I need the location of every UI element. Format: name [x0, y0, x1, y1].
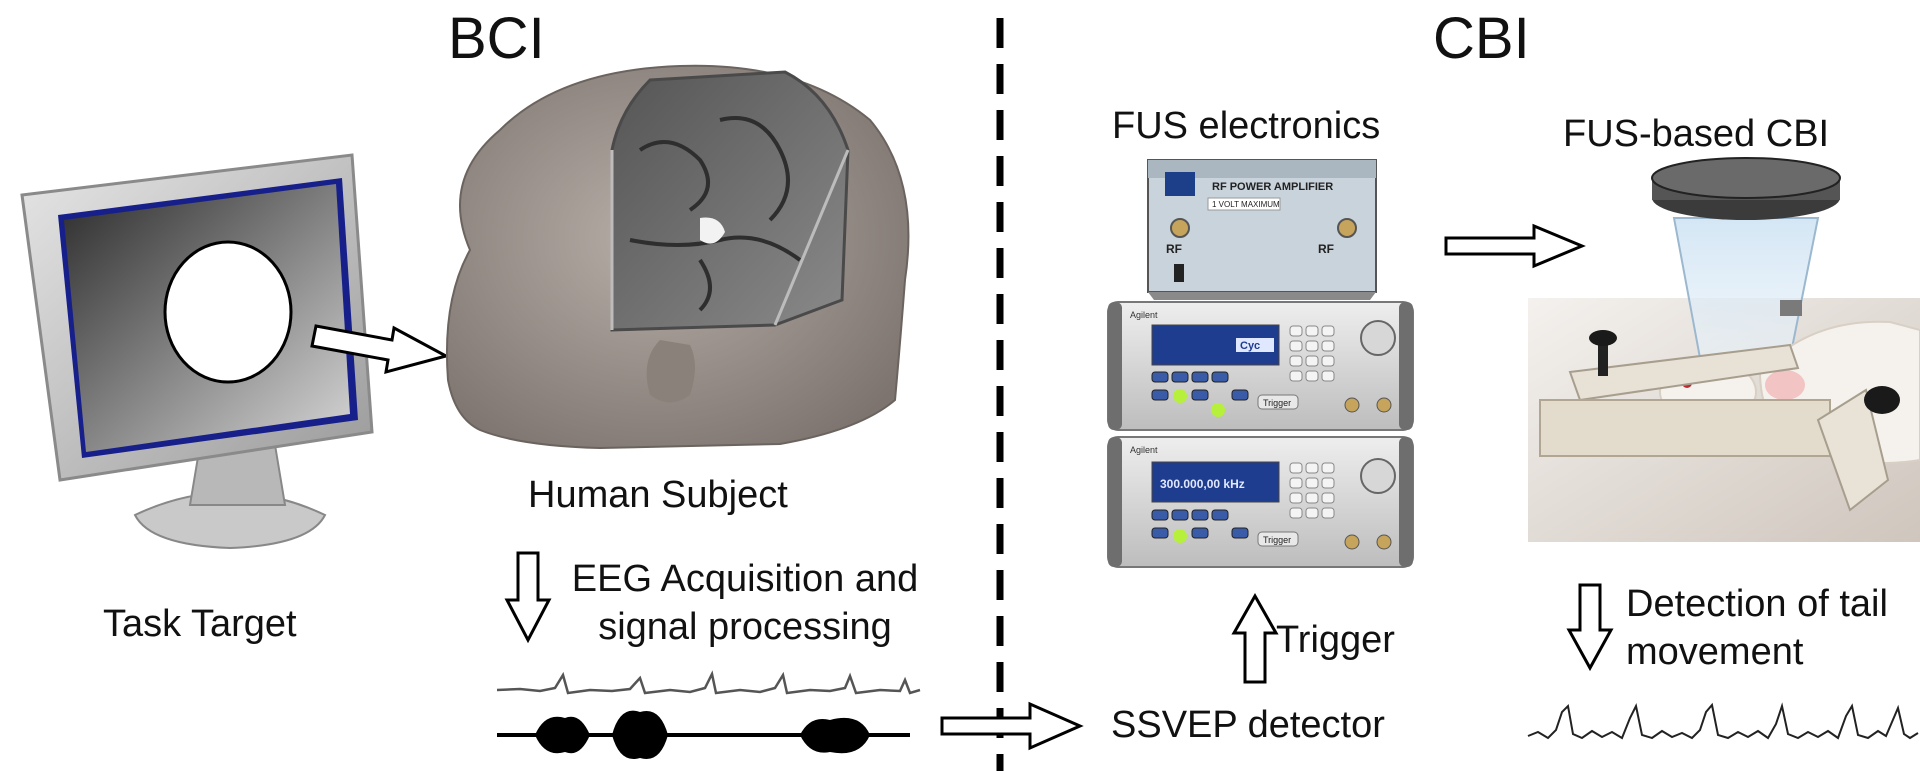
- detection-label-line1: Detection of tail: [1626, 583, 1888, 625]
- gen2-trigger-text: Trigger: [1263, 535, 1291, 545]
- brain-folds: [629, 116, 802, 312]
- fus-electronics-label: FUS electronics: [1112, 105, 1381, 147]
- fus-based-cbi-label: FUS-based CBI: [1563, 113, 1830, 155]
- gen1-display-text: Cyc: [1240, 340, 1260, 352]
- eeg-label-line1: EEG Acquisition and: [571, 558, 919, 600]
- gen2-brand: Agilent: [1130, 445, 1158, 455]
- task-target-label: Task Target: [103, 603, 297, 645]
- gen1-buttons: [1151, 371, 1249, 401]
- rat-ear: [1765, 370, 1805, 400]
- cbi-title: CBI: [1433, 6, 1530, 71]
- eeg-burst-3: [800, 717, 870, 754]
- detection-label: Detection of tail movement: [1626, 580, 1888, 677]
- amp-rf-out-label: RF: [1318, 242, 1334, 256]
- eeg-label-line2: signal processing: [598, 605, 892, 648]
- amp-power-switch: [1174, 264, 1184, 282]
- function-generator-1: [1107, 301, 1414, 431]
- tail-movement-trace: [1527, 702, 1919, 740]
- gen1-trigger-button: [1257, 394, 1299, 410]
- gen2-display: [1151, 461, 1280, 503]
- fus-cbi-photo: [1528, 157, 1920, 542]
- stereotax-bar: [1568, 343, 1800, 402]
- monitor-illustration: [20, 153, 374, 550]
- head-ear: [646, 340, 695, 403]
- amp-rf-out-connector: [1337, 218, 1357, 238]
- task-target-circle: [163, 240, 293, 384]
- amp-title: RF POWER AMPLIFIER: [1212, 181, 1333, 193]
- stereotax-screw-2: [1864, 386, 1900, 414]
- amp-rf-in-label: RF: [1166, 242, 1182, 256]
- eeg-burst-2: [612, 710, 668, 760]
- stereotax-base: [1539, 399, 1831, 457]
- eeg-burst-1: [535, 716, 590, 754]
- transducer-top: [1651, 157, 1841, 199]
- amp-rf-in-connector: [1170, 218, 1190, 238]
- gen1-led-1: [1173, 389, 1187, 403]
- eeg-raw-trace: [496, 670, 921, 695]
- human-head-illustration: [445, 64, 910, 450]
- gen1-brand: Agilent: [1130, 310, 1158, 320]
- gen2-trigger-button: [1257, 531, 1299, 547]
- eeg-label: EEG Acquisition and signal processing: [555, 556, 935, 651]
- gen2-keypad: [1289, 462, 1335, 519]
- gen2-buttons: [1151, 509, 1249, 539]
- gen2-led: [1173, 529, 1187, 543]
- gen2-knob: [1360, 458, 1396, 494]
- amp-logo: [1165, 172, 1195, 196]
- detection-down-arrow: [1566, 583, 1614, 672]
- fus-electronics-stack: RF POWER AMPLIFIER 1 VOLT MAXIMUM RF RF …: [1107, 159, 1414, 568]
- gen1-knob: [1360, 320, 1396, 356]
- ssvep-detector-label: SSVEP detector: [1111, 704, 1385, 746]
- trigger-label: Trigger: [1276, 619, 1395, 661]
- stereotax-side-clamp: [1816, 388, 1890, 512]
- gen1-trigger-text: Trigger: [1263, 398, 1291, 408]
- bci-title: BCI: [448, 6, 545, 71]
- eeg-to-ssvep-arrow: [940, 701, 1084, 751]
- electronics-to-cbi-arrow: [1444, 223, 1586, 269]
- brain-cutaway: [610, 70, 850, 332]
- gen1-keypad: [1289, 325, 1335, 382]
- trigger-up-arrow: [1231, 592, 1279, 684]
- eeg-down-arrow: [504, 551, 552, 644]
- monitor-to-head-arrow: [310, 324, 451, 375]
- stereotax-screw-1: [1598, 340, 1608, 376]
- brain-inner-edge: [610, 149, 850, 330]
- amp-sublabel: 1 VOLT MAXIMUM: [1212, 200, 1280, 209]
- gen1-led-2: [1211, 403, 1225, 417]
- gen2-display-text: 300.000,00 kHz: [1160, 477, 1245, 491]
- human-subject-label: Human Subject: [528, 474, 788, 516]
- detection-label-line2: movement: [1626, 631, 1804, 674]
- brain-ventricle: [700, 217, 725, 244]
